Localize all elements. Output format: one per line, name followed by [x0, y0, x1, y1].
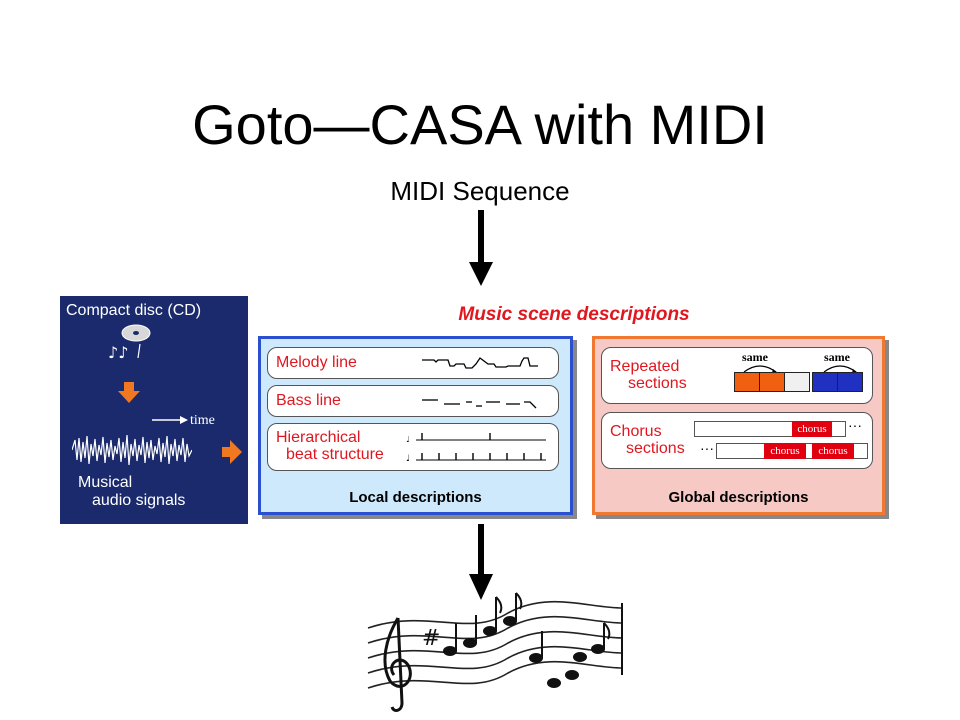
audio-signals-label: audio signals — [92, 492, 186, 509]
hierarchical-label: Hierarchical — [276, 429, 361, 446]
melody-line-label: Melody line — [276, 354, 357, 371]
arrow-down-top — [469, 210, 493, 286]
repeated-label: Repeated — [610, 358, 680, 375]
svg-text:♪♪: ♪♪ — [108, 343, 128, 362]
section-cell-orange-1 — [734, 372, 760, 392]
repeated-sections-row: Repeated sections same same — [601, 347, 873, 404]
beat-structure-row: Hierarchical beat structure ♩ ♩ — [267, 423, 559, 471]
section-cell-white — [784, 372, 810, 392]
global-descriptions-box: Repeated sections same same C — [592, 336, 885, 515]
same-label-right: same — [824, 350, 850, 364]
beat-structure-icon: ♩ ♩ — [406, 433, 546, 464]
music-scene-figure: Compact disc (CD) ♪♪ time Musical audio … — [60, 296, 900, 524]
chorus-tag-bottom-1: chorus — [764, 443, 806, 459]
audio-input-panel: Compact disc (CD) ♪♪ time Musical audio … — [60, 296, 248, 524]
slide-title: Goto—CASA with MIDI — [192, 93, 768, 156]
ellipsis-bottom: ··· — [700, 440, 714, 456]
chorus-label: Chorus — [610, 423, 662, 440]
repeated-sections-label: sections — [628, 375, 687, 392]
chorus-tag-top: chorus — [792, 421, 832, 437]
chorus-tag-bottom-2: chorus — [812, 443, 854, 459]
bass-line-row: Bass line — [267, 385, 559, 417]
section-cell-orange-2 — [759, 372, 785, 392]
midi-sequence-label: MIDI Sequence — [390, 176, 570, 206]
section-cell-blue-1 — [812, 372, 838, 392]
time-label: time — [190, 413, 215, 428]
chorus-sections-row: Chorus sections chorus ··· ··· chorus ch… — [601, 412, 873, 469]
svg-text:♩: ♩ — [406, 454, 410, 464]
cd-label: Compact disc (CD) — [66, 302, 202, 319]
svg-text:#: # — [422, 626, 440, 651]
ellipsis-top: ··· — [848, 417, 862, 433]
bass-line-label: Bass line — [276, 392, 341, 409]
local-descriptions-box: Melody line Bass line Hierarchic — [258, 336, 573, 515]
svg-text:♩: ♩ — [406, 435, 410, 444]
orange-down-arrow-icon — [118, 382, 140, 403]
figure-title: Music scene descriptions — [458, 304, 690, 325]
chorus-sections-label: sections — [626, 440, 685, 457]
time-arrow-icon — [152, 416, 188, 424]
same-label-left: same — [742, 350, 768, 364]
section-cell-blue-2 — [837, 372, 863, 392]
global-descriptions-caption: Global descriptions — [668, 489, 809, 506]
audio-waveform — [72, 434, 192, 466]
melody-contour-icon — [422, 357, 538, 369]
orange-right-arrow-icon — [222, 440, 242, 464]
bass-contour-icon — [422, 399, 537, 409]
compact-disc-icon: ♪♪ — [108, 324, 151, 362]
descriptions-area: Music scene descriptions Melody line Bas… — [248, 296, 900, 524]
sheet-music-image: # — [367, 592, 624, 712]
beat-structure-label: beat structure — [286, 446, 384, 463]
local-descriptions-caption: Local descriptions — [349, 489, 482, 506]
melody-line-row: Melody line — [267, 347, 559, 379]
musical-label: Musical — [78, 474, 133, 491]
arrow-down-bottom — [469, 524, 493, 600]
